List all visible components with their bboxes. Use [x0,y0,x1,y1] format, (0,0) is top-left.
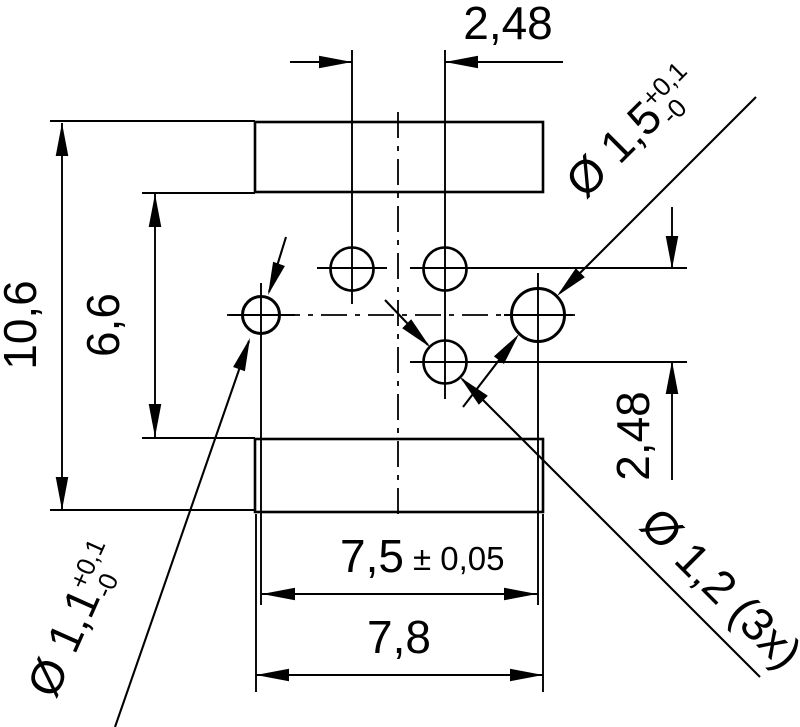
arrowhead-down-icon [148,404,162,437]
dimension-pitch-top: 2,48 [290,0,563,69]
dimension-width-inner: 7,5 ± 0,05 [262,530,537,601]
arrowhead-left-icon [256,668,289,682]
arrowhead-icon [233,338,250,372]
arrowhead-icon [402,319,430,347]
arrowhead-up-icon [148,194,162,227]
arrowhead-up-icon [55,123,69,156]
hole-1-2-top-left [329,246,375,292]
pad-bottom [253,437,545,514]
dimension-width-overall: 7,8 [255,514,544,692]
dim-height-inner-label: 6,6 [77,293,129,357]
leader-line [559,96,757,294]
arrowhead-right-icon [504,587,537,601]
arrowhead-icon [268,261,285,295]
arrowhead-icon [460,377,488,405]
arrowhead-left-icon [445,55,478,69]
arrowhead-up-icon [665,361,679,394]
dimension-height-overall: 10,6 [0,120,255,511]
dim-height-overall-label: 10,6 [0,280,46,370]
arrowhead-down-icon [55,477,69,510]
arrowhead-down-icon [665,236,679,269]
leader-line [114,340,250,727]
arrowhead-right-icon [510,668,543,682]
dim-width-inner-tolerance: ± 0,05 [413,540,505,577]
arrowhead-left-icon [262,587,295,601]
dimension-pitch-right: 2,48 [607,207,679,481]
dimension-height-inner: 6,6 [77,192,255,439]
dim-width-inner-label: 7,5 [340,530,404,582]
dim-pitch-right-label: 2,48 [607,391,659,481]
leader-line [461,378,761,678]
arrowhead-right-icon [319,55,352,69]
arrowhead-icon [557,268,585,296]
dim-width-overall-label: 7,8 [367,611,431,663]
dim-pitch-top-label: 2,48 [463,0,553,49]
pad-top [253,120,545,194]
arrowhead-icon [493,334,519,364]
hole-1-2-top-right [422,246,468,292]
